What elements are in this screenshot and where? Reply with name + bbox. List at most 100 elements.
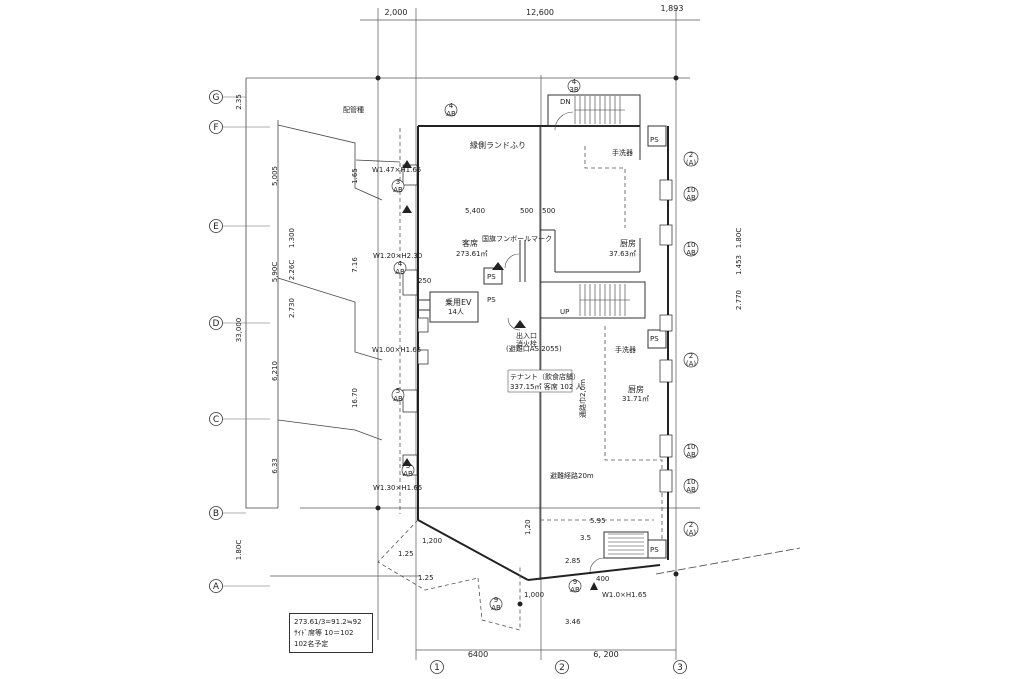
label-ps-2: PS [650, 335, 659, 343]
svg-text:4: 4 [449, 102, 454, 110]
label-store-sub: 337.15㎡ 客席 102 人 [510, 382, 583, 391]
dim-346: 3.46 [565, 618, 581, 626]
right-marker: 2 (A) [683, 151, 699, 167]
right-marker: 2 (A) [683, 352, 699, 368]
col-axis-3: 3 [673, 660, 687, 674]
stairs-lower [608, 533, 644, 555]
svg-text:AB: AB [491, 604, 501, 612]
door-swings [504, 111, 605, 573]
right-marker: 10 AB [683, 443, 699, 459]
row-axis-label: D [213, 319, 220, 329]
note-line: ｻｲﾄﾞ席等 10＝102 [294, 629, 354, 637]
svg-text:AB: AB [686, 194, 696, 202]
inner-dim-5: 2.730 [288, 298, 296, 318]
dim-5400: 5,400 [465, 207, 485, 215]
row-axis-b: B [209, 506, 223, 520]
stairs-upper [574, 96, 625, 124]
window-label-5: W1.0×H1.65 [602, 591, 647, 599]
row-axis-leaders [223, 96, 270, 587]
label-eleco: 配管種 [343, 105, 364, 114]
dim-400: 400 [596, 575, 609, 583]
svg-text:AB: AB [403, 470, 413, 478]
right-dim-2: 1.453 [735, 255, 743, 275]
right-marker: 10 AB [683, 186, 699, 202]
row-axis-label: B [213, 509, 219, 519]
dim-500a: 500 [520, 207, 533, 215]
svg-text:2: 2 [689, 521, 693, 529]
svg-text:10: 10 [687, 443, 696, 451]
svg-text:4: 4 [572, 78, 577, 86]
section-marker: 4 3B [567, 78, 581, 94]
row-axis-label: E [213, 222, 219, 232]
bottom-dim-1: 6400 [468, 650, 488, 659]
left-dim-ba: 1.80C [235, 540, 243, 561]
svg-text:AB: AB [395, 268, 405, 276]
svg-text:AB: AB [686, 451, 696, 459]
left-dim-total: 33,000 [235, 318, 243, 343]
left-dim-ed: 5,90C [271, 262, 279, 283]
svg-text:AB: AB [686, 486, 696, 494]
left-dim-cb: 6.33 [271, 458, 279, 474]
note-line: 273.61/3=91.2≒92 [294, 618, 362, 626]
label-guest: 客席 [462, 238, 478, 248]
label-stair-dn: DN [560, 98, 571, 106]
top-dim-1: 2,000 [385, 8, 408, 17]
section-marker: 4 AB [444, 102, 458, 118]
top-dim-3: 1,893 [661, 4, 684, 13]
dim-1230: 1,20 [524, 519, 532, 535]
right-marker: 2 (A) [683, 521, 699, 537]
label-kitchen2-area: 31.71㎡ [622, 395, 649, 403]
dim-285: 2.85 [565, 557, 581, 565]
row-axis-label: A [213, 582, 220, 592]
inner-dim-1: 1.65 [351, 168, 359, 184]
label-ev-sub: 14人 [448, 308, 464, 316]
label-store-title: テナント（飲食店舗） [510, 372, 580, 381]
left-dim-dc: 6,210 [271, 361, 279, 381]
col-axis-1: 1 [430, 660, 444, 674]
label-entrance: 出入口 [516, 331, 537, 340]
label-stair-up: UP [560, 308, 569, 316]
stairs-middle [579, 284, 630, 316]
row-axis-c: C [209, 412, 223, 426]
label-national-sign: 国旗フンボールマーク [482, 234, 552, 243]
notes-box: 273.61/3=91.2≒92 ｻｲﾄﾞ席等 10＝102 102名予定 [289, 613, 373, 653]
col-axis-label: 3 [677, 663, 683, 673]
counter-outlines [377, 128, 663, 631]
dim-595: 5.95 [590, 517, 606, 525]
svg-text:2: 2 [689, 352, 693, 360]
dim-125b: 1.25 [418, 574, 434, 582]
bottom-dim-2: 6, 200 [593, 650, 618, 659]
section-marker: 9 AB [568, 578, 582, 594]
window-label-4: W1.30×H1.65 [373, 484, 422, 492]
label-exit: 避難経路20m [550, 471, 594, 480]
left-dim-fe: 5,005 [271, 166, 279, 186]
label-aisle: 通路巾2,0m [578, 379, 587, 418]
svg-text:AB: AB [686, 249, 696, 257]
section-marker: 5 AB [391, 387, 405, 403]
right-dim-3: 2.770 [735, 290, 743, 310]
label-ev: 乗用EV [445, 297, 472, 307]
section-marker: 4 AB [393, 260, 407, 276]
row-axis-label: G [213, 93, 220, 103]
svg-text:(A): (A) [686, 159, 697, 167]
label-guest-area: 273.61㎡ [456, 250, 488, 258]
svg-text:(A): (A) [686, 360, 697, 368]
row-axis-a: A [209, 579, 223, 593]
dim-250: 250 [418, 277, 431, 285]
svg-text:10: 10 [687, 186, 696, 194]
section-marker: 9 AB [489, 596, 503, 612]
window-label-2: W1.20×H2.30 [373, 252, 422, 260]
dim-35: 3.5 [580, 534, 591, 542]
label-wash1: 手洗器 [612, 148, 633, 157]
row-axis-f: F [209, 120, 223, 134]
grid-nodes [375, 75, 679, 607]
label-pump: 消火栓 [516, 339, 537, 348]
section-marker: 3 AB [391, 178, 405, 194]
label-ps-5: PS [487, 296, 496, 304]
svg-text:AB: AB [393, 186, 403, 194]
inner-dim-6: 16.70 [351, 388, 359, 408]
label-ps-1: PS [650, 136, 659, 144]
col-axis-2: 2 [555, 660, 569, 674]
svg-text:3B: 3B [569, 86, 578, 94]
